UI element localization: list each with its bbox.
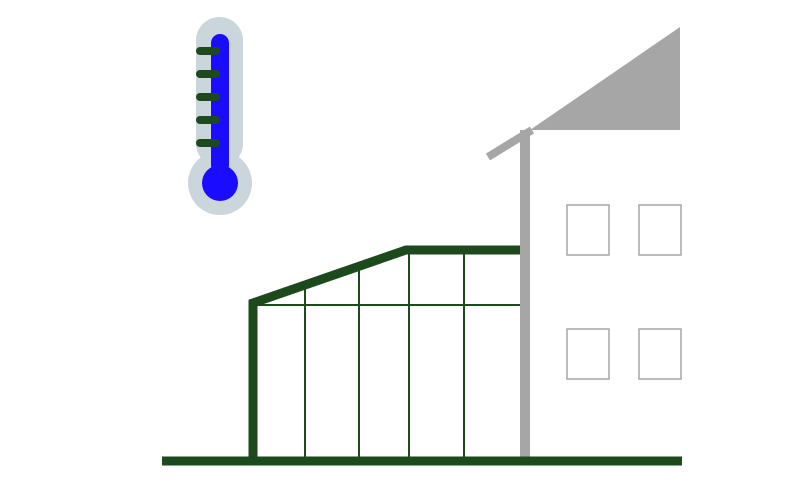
thermometer-tick <box>196 70 220 78</box>
house-window <box>638 328 682 380</box>
house-windows <box>566 204 682 380</box>
house-window <box>566 204 610 256</box>
house-window <box>566 328 610 380</box>
thermometer-tick <box>196 47 220 55</box>
thermometer-tick <box>196 93 220 101</box>
conservatory-roof-frame <box>248 245 520 458</box>
thermometer-bulb <box>202 165 238 201</box>
thermometer-tick <box>196 116 220 124</box>
conservatory <box>248 245 520 458</box>
thermometer-icon <box>188 17 252 215</box>
conservatory-mullions <box>304 250 465 458</box>
house <box>485 27 682 458</box>
house-roof <box>530 27 680 130</box>
house-window <box>638 204 682 256</box>
thermometer-tick <box>196 139 220 147</box>
thermometer-ticks <box>196 47 220 147</box>
